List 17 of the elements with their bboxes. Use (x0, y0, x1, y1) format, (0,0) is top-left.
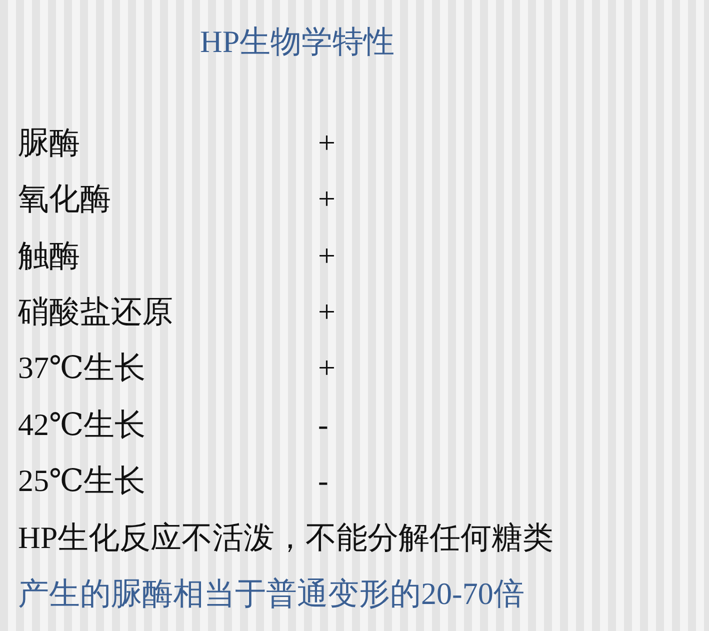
note-text: 产生的脲酶相当于普通变形的20-70倍 (18, 575, 524, 613)
test-name: 25℃生长 (18, 462, 146, 500)
test-result: + (318, 236, 336, 275)
test-name: 42℃生长 (18, 406, 146, 444)
test-result: - (318, 406, 328, 444)
test-name: 脲酶 (18, 124, 80, 162)
test-result: + (318, 180, 336, 218)
note-text: HP生化反应不活泼，不能分解任何糖类 (18, 519, 554, 557)
test-name: 硝酸盐还原 (18, 292, 173, 331)
test-result: + (318, 349, 336, 388)
test-name: 触酶 (18, 236, 80, 275)
test-result: + (318, 292, 336, 331)
slide-title: HP生物学特性 (200, 23, 395, 61)
test-name: 氧化酶 (18, 180, 111, 218)
test-name: 37℃生长 (18, 349, 146, 388)
test-result: + (318, 124, 336, 162)
test-result: - (318, 462, 328, 500)
